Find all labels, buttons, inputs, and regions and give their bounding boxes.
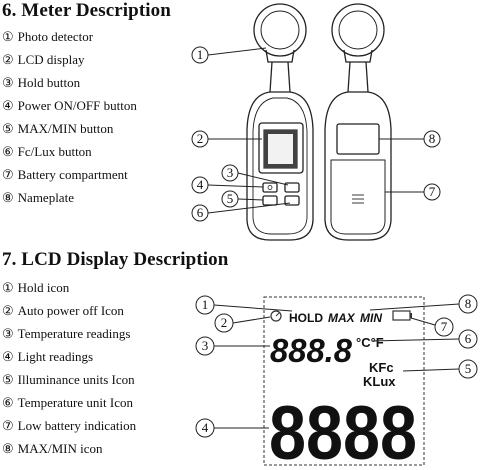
callout-2: 2 — [197, 131, 204, 146]
lcd-callout-5: 5 — [465, 361, 472, 376]
nameplate-shape — [336, 123, 380, 155]
neck-left — [269, 61, 273, 93]
callout-3: 3 — [227, 165, 234, 180]
lcd-callout-7: 7 — [441, 319, 448, 334]
power-button-shape — [262, 182, 278, 193]
maxmin-button-shape — [262, 195, 278, 206]
meter-back-view — [324, 3, 392, 241]
battery-cover-shape — [330, 159, 386, 235]
hold-button-shape — [284, 182, 300, 193]
illuminance-unit-fc: KFc — [369, 360, 394, 375]
lcd-callout-3: 3 — [202, 338, 209, 353]
neck-right — [287, 61, 291, 93]
fclux-button-shape — [284, 195, 300, 206]
temperature-readings: 888.8 — [270, 332, 353, 369]
temperature-unit-icon: °C°F — [356, 335, 384, 350]
max-icon: MAX — [328, 311, 356, 325]
auto-power-off-icon — [270, 310, 282, 322]
meter-body — [246, 91, 314, 241]
light-readings: 8888 — [269, 391, 417, 470]
lcd-callout-2: 2 — [221, 315, 228, 330]
section-title-lcd-description: 7. LCD Display Description — [2, 249, 229, 270]
callout-8: 8 — [429, 131, 436, 146]
callout-4: 4 — [197, 177, 204, 192]
min-icon: MIN — [360, 311, 382, 325]
lcd-callouts — [195, 294, 478, 438]
callout-5: 5 — [227, 191, 234, 206]
callout-1: 1 — [197, 47, 204, 62]
callout-7: 7 — [429, 184, 436, 199]
lcd-callout-6: 6 — [465, 331, 472, 346]
lcd-outline — [263, 296, 425, 466]
illuminance-unit-lux: KLux — [363, 374, 396, 389]
meter-body-inner — [252, 97, 308, 235]
photo-detector-neck — [265, 49, 295, 63]
hold-icon: HOLD — [289, 311, 323, 325]
back-body — [324, 91, 392, 241]
photo-detector-inner — [260, 10, 300, 50]
section-title-meter-description: 6. Meter Description — [2, 0, 171, 21]
lcd-callout-1: 1 — [202, 297, 209, 312]
back-callouts — [379, 130, 441, 201]
lcd-frame — [258, 122, 304, 174]
front-callouts — [191, 46, 291, 222]
callout-6: 6 — [197, 205, 204, 220]
lcd-callout-4: 4 — [202, 420, 209, 435]
meter-front-view — [246, 3, 314, 241]
lcd-callout-8: 8 — [465, 296, 472, 311]
lcd-display — [263, 296, 425, 466]
low-battery-icon — [392, 310, 411, 321]
photo-detector-outer — [253, 3, 307, 57]
